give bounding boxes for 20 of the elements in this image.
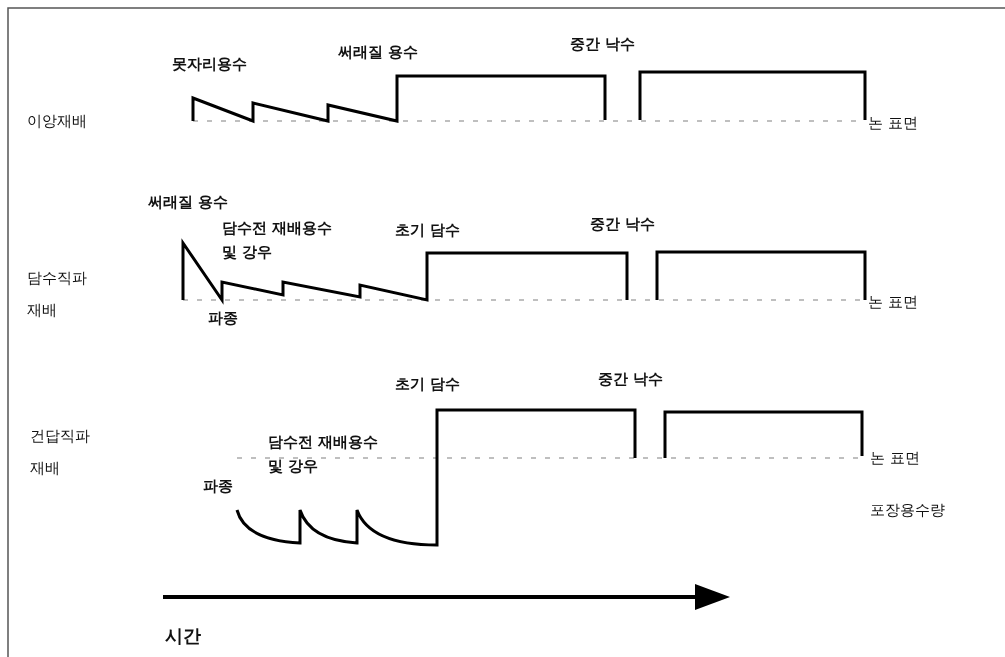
axis-label: 시간 bbox=[165, 624, 201, 648]
row-label: 건답직파 재배 bbox=[30, 426, 91, 479]
annotation-label: 써래질 용수 bbox=[148, 192, 229, 213]
annotation-label: 초기 담수 bbox=[395, 374, 461, 395]
surface-label: 논 표면 bbox=[870, 448, 920, 469]
annotation-label: 중간 낙수 bbox=[590, 214, 656, 235]
annotation-label: 써래질 용수 bbox=[338, 42, 419, 63]
surface-label: 논 표면 bbox=[868, 113, 918, 134]
annotation-label: 담수전 재배용수 및 강우 bbox=[268, 432, 380, 477]
row-label: 담수직파 재배 bbox=[27, 268, 88, 321]
surface-label: 논 표면 bbox=[868, 292, 918, 313]
annotation-label: 파종 bbox=[208, 308, 238, 329]
field-capacity-label: 포장용수량 bbox=[870, 500, 945, 521]
annotation-label: 담수전 재배용수 및 강우 bbox=[222, 218, 334, 263]
annotation-label: 중간 낙수 bbox=[598, 369, 664, 390]
annotation-label: 파종 bbox=[203, 476, 233, 497]
annotation-label: 초기 담수 bbox=[395, 220, 461, 241]
annotation-label: 중간 낙수 bbox=[570, 34, 636, 55]
annotation-label: 못자리용수 bbox=[172, 54, 247, 75]
row-label: 이앙재배 bbox=[27, 111, 87, 132]
